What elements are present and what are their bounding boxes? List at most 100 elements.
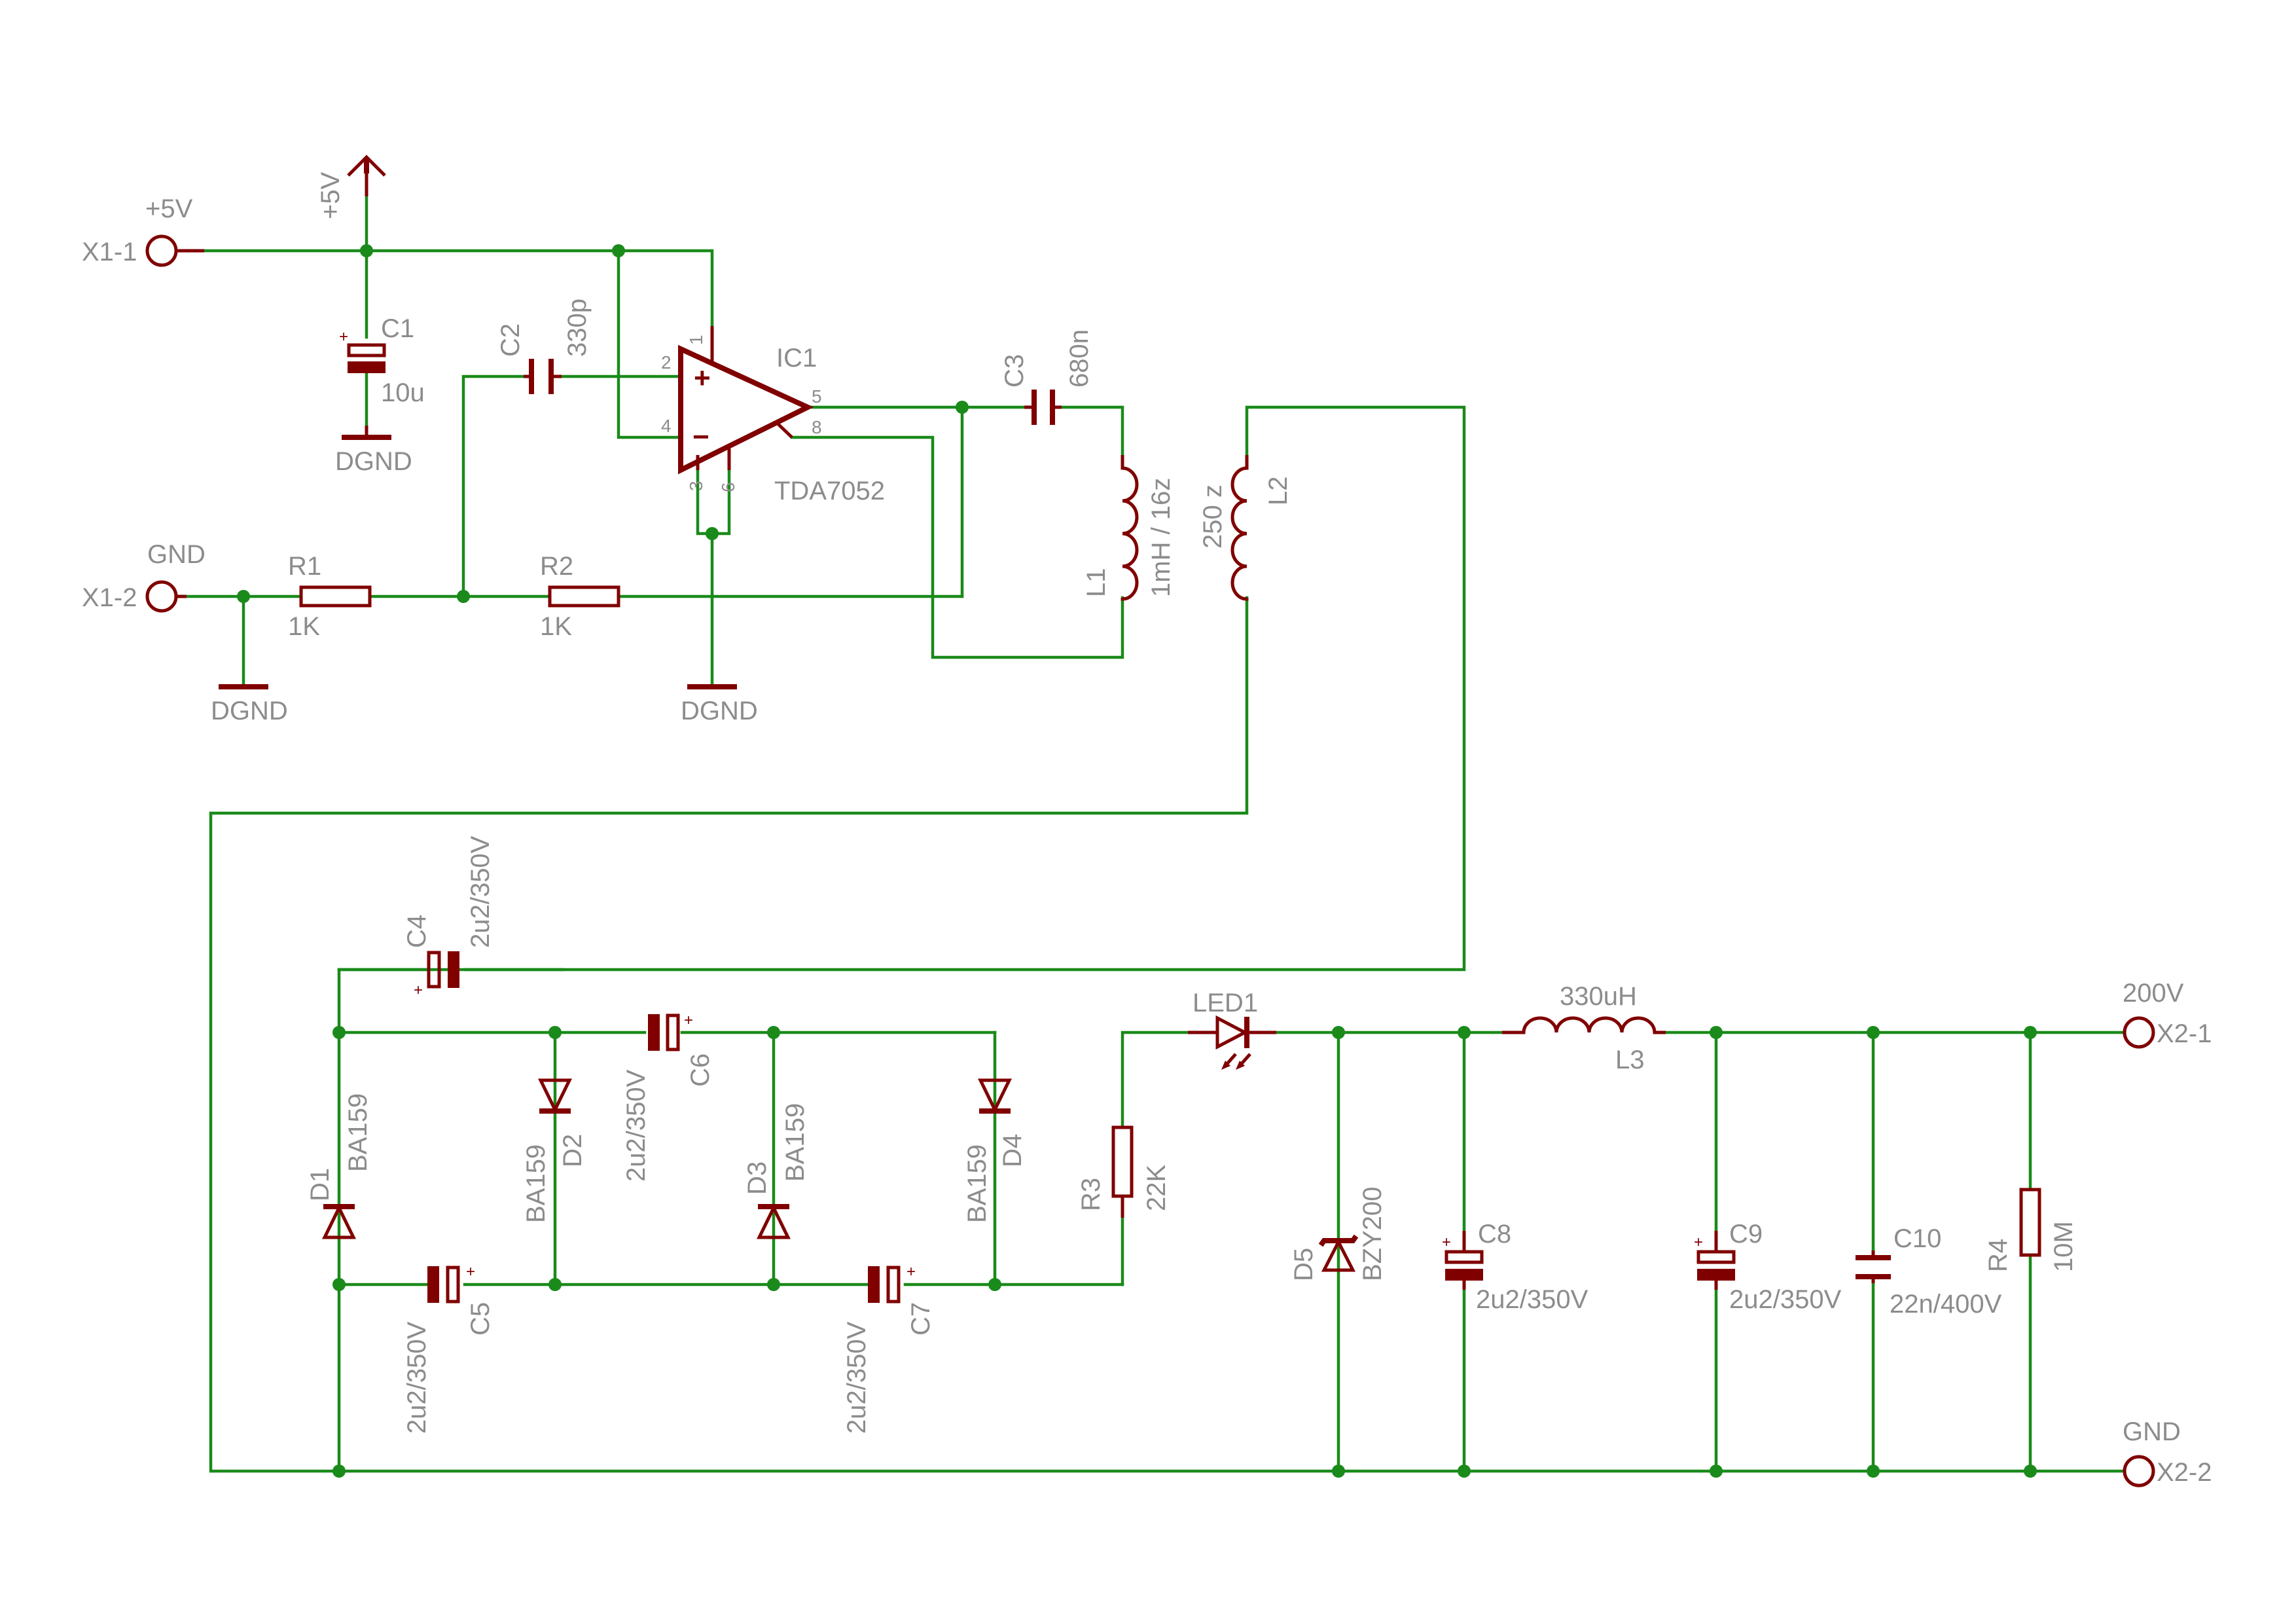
r4-label: R4 [1984,1239,2013,1272]
capacitor-c10[interactable]: C10 22n/400V [1856,1224,2002,1319]
capacitor-c8[interactable]: + C8 2u2/350V [1442,1220,1588,1314]
c4-value: 2u2/350V [466,835,495,948]
ground-dgnd-ic1: DGND [681,684,758,725]
wires [177,172,2125,1473]
resistor-r3[interactable]: R3 22K [1077,1125,1171,1218]
c10-value: 22n/400V [1890,1290,2002,1319]
c1-label: C1 [381,314,414,343]
connector-x2-1-label: X2-1 [2157,1019,2212,1048]
c1-polarity: + [339,328,348,346]
ic1-pin-3: 3 [686,481,706,491]
d5-value: BZY200 [1358,1186,1387,1281]
connector-x1-2-label: X1-2 [82,583,137,612]
c4-polarity: + [414,981,423,999]
c3-label: C3 [1000,354,1029,388]
junctions [237,244,2037,1478]
d2-value: BA159 [522,1144,550,1223]
led1-label: LED1 [1193,989,1258,1017]
capacitor-c4[interactable]: + C4 2u2/350V [403,835,495,999]
connector-x1-1-label: X1-1 [82,238,137,266]
l3-label: L3 [1615,1046,1645,1074]
r2-value: 1K [540,612,572,641]
capacitor-c3[interactable]: C3 680n [1000,329,1094,425]
inductor-l1[interactable]: L1 1mH / 16z [1082,455,1175,601]
c1-value: 10u [381,378,425,407]
ic1-noninverting-sign: + [694,362,711,394]
d1-label: D1 [306,1168,334,1201]
ic-tda7052[interactable]: + − 2 4 1 3 6 5 8 IC1 TDA7052 [661,326,885,505]
c7-label: C7 [906,1302,935,1336]
r1-value: 1K [288,612,320,641]
diode-d4[interactable]: BA159 D4 [963,1078,1027,1223]
ic1-pin-8: 8 [812,417,822,437]
c4-label: C4 [403,915,431,948]
ic1-pin-5: 5 [812,386,822,407]
d4-label: D4 [998,1134,1027,1167]
ic1-label: IC1 [776,344,817,373]
zener-d5[interactable]: D5 BZY200 [1289,1186,1387,1281]
connector-x1-2-net: GND [147,540,206,569]
resistor-r2[interactable]: R2 1K [540,552,620,641]
resistor-r4[interactable]: R4 10M [1984,1188,2078,1272]
l2-label: L2 [1264,477,1293,506]
supply-plus5v-label: +5V [316,172,345,219]
led-led1[interactable]: LED1 [1188,989,1276,1070]
connector-x1-1[interactable]: X1-1 +5V [82,194,204,267]
c6-label: C6 [686,1053,715,1087]
supply-plus5v: +5V [316,155,386,219]
ground-dgnd-c1-label: DGND [335,447,412,476]
capacitor-c2[interactable]: C2 330p [496,299,592,394]
connector-x2-2-net: GND [2123,1417,2181,1446]
l2-value: 250 z [1198,484,1227,549]
ground-dgnd-ic1-label: DGND [681,697,758,725]
c3-value: 680n [1065,329,1094,388]
c5-polarity: + [466,1263,475,1281]
connector-x1-2[interactable]: X1-2 GND [82,540,206,613]
ground-dgnd-c1: DGND [335,426,412,476]
diode-d3[interactable]: D3 BA159 [743,1103,810,1239]
capacitor-c5[interactable]: + 2u2/350V C5 [403,1263,495,1434]
r3-value: 22K [1142,1165,1171,1211]
c9-polarity: + [1694,1233,1703,1251]
ic1-value: TDA7052 [774,477,885,505]
l1-label: L1 [1082,568,1111,598]
c7-value: 2u2/350V [842,1321,871,1434]
d5-label: D5 [1289,1248,1318,1281]
c8-polarity: + [1442,1233,1451,1251]
c10-label: C10 [1893,1224,1941,1253]
ic1-pin-1: 1 [686,335,706,345]
d3-value: BA159 [781,1103,810,1182]
d3-label: D3 [743,1161,772,1195]
d4-value: BA159 [963,1144,992,1223]
diode-d1[interactable]: D1 BA159 [306,1093,372,1239]
c2-value: 330p [563,299,592,357]
r3-label: R3 [1077,1178,1105,1211]
c5-label: C5 [466,1302,495,1336]
c2-label: C2 [496,323,525,357]
ic1-pin-4: 4 [661,416,672,436]
capacitor-c1[interactable]: + C1 10u [339,314,425,407]
c6-polarity: + [684,1012,693,1029]
c7-polarity: + [906,1263,916,1281]
connector-x2-2[interactable]: X2-2 GND [2123,1417,2212,1487]
r2-label: R2 [540,552,573,581]
d2-label: D2 [558,1134,587,1167]
l1-value: 1mH / 16z [1147,478,1175,597]
capacitor-c6[interactable]: + 2u2/350V C6 [622,1012,715,1182]
diode-d2[interactable]: BA159 D2 [522,1078,587,1223]
c5-value: 2u2/350V [403,1321,431,1434]
r4-value: 10M [2049,1221,2078,1272]
resistor-r1[interactable]: R1 1K [288,552,372,641]
c9-value: 2u2/350V [1729,1285,1842,1314]
inductor-l2[interactable]: 250 z L2 [1198,455,1293,601]
ground-dgnd-r1-label: DGND [211,697,288,725]
capacitor-c9[interactable]: + C9 2u2/350V [1694,1220,1842,1314]
connector-x2-1-net: 200V [2123,979,2184,1008]
inductor-l3[interactable]: 330uH L3 [1502,982,1666,1074]
connector-x2-1[interactable]: X2-1 200V [2123,979,2212,1049]
ic1-pin-2: 2 [661,352,672,373]
connector-x2-2-label: X2-2 [2157,1458,2212,1487]
capacitor-c7[interactable]: + 2u2/350V C7 [842,1263,935,1434]
connector-x1-1-net: +5V [145,194,193,223]
